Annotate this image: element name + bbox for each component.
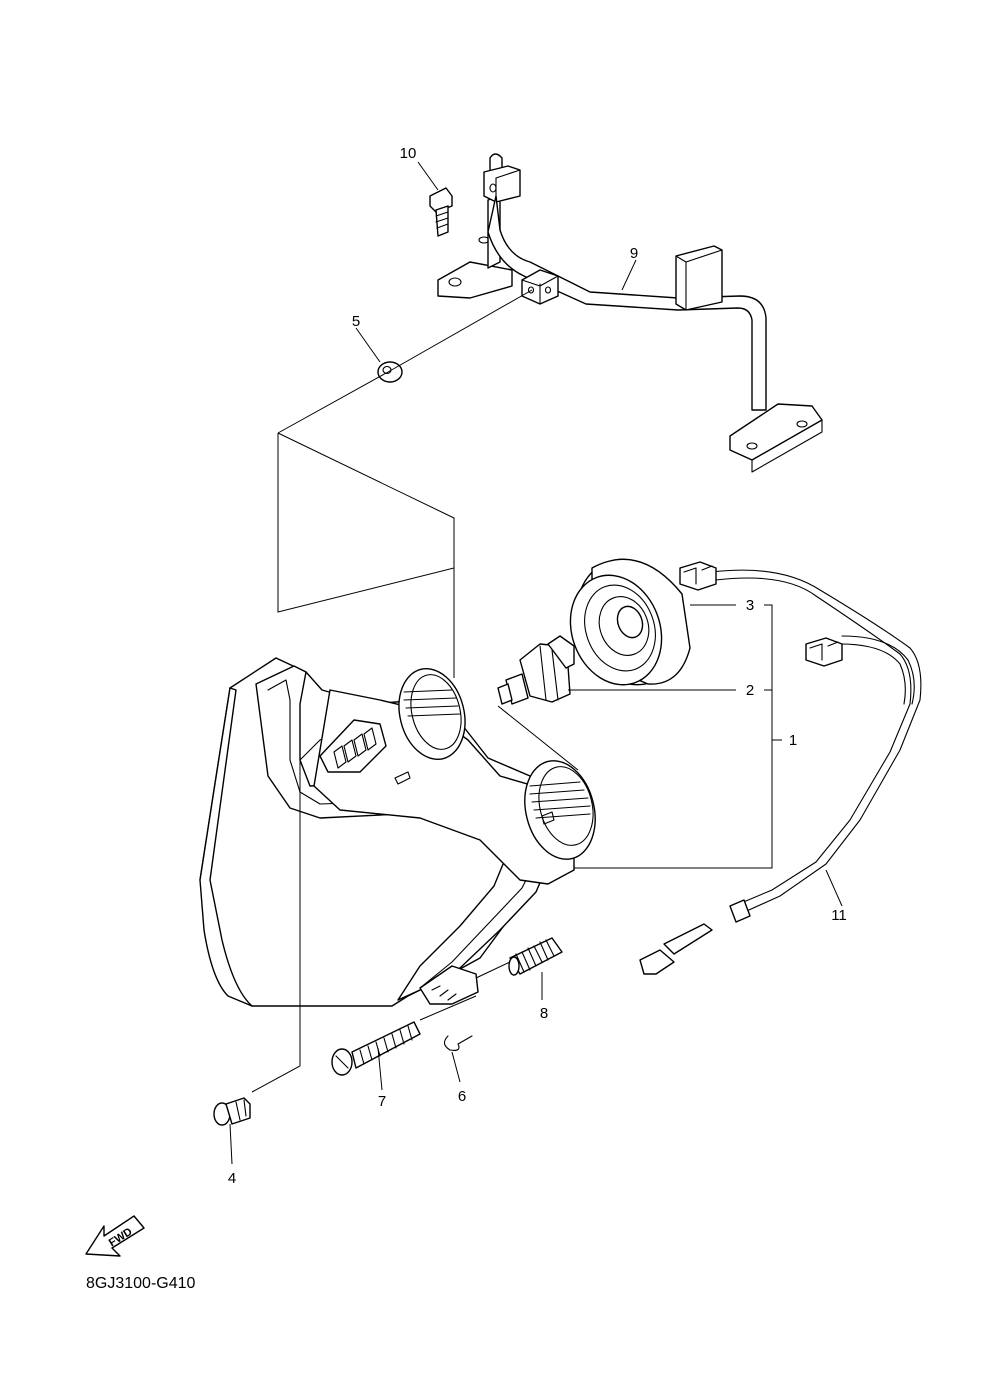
callout-1: 1: [789, 732, 797, 749]
headlight-bracket: [437, 153, 823, 473]
callout-10: 10: [400, 145, 417, 162]
spring-8: [508, 937, 563, 976]
callout-2: 2: [746, 682, 754, 699]
callout-8: 8: [540, 1005, 548, 1022]
bolt-10: [429, 187, 453, 237]
grommet-5: [377, 361, 403, 383]
wire-harness-11: [639, 561, 922, 975]
diagram-code: 8GJ3100-G410: [86, 1275, 196, 1292]
callout-7: 7: [378, 1093, 386, 1110]
callout-4: 4: [228, 1170, 236, 1187]
rivet-4: [213, 1097, 251, 1126]
callout-leaders: [229, 161, 843, 1165]
fwd-arrow-icon: FWD: [85, 1215, 145, 1257]
bulb-2: [497, 635, 575, 705]
callout-9: 9: [630, 245, 638, 262]
headlight-assembly: [199, 657, 596, 1007]
bulb-cover-3: [569, 558, 691, 686]
assembly-lines: [251, 289, 579, 1093]
callout-5: 5: [352, 313, 360, 330]
callout-labels: 10 5 9 3 2 1 11 8 6 7 4: [228, 145, 847, 1187]
clip-6: [443, 1035, 473, 1051]
callout-6: 6: [458, 1088, 466, 1105]
callout-3: 3: [746, 597, 754, 614]
adjuster-screw-7: [331, 1021, 421, 1076]
callout-11: 11: [831, 907, 847, 924]
